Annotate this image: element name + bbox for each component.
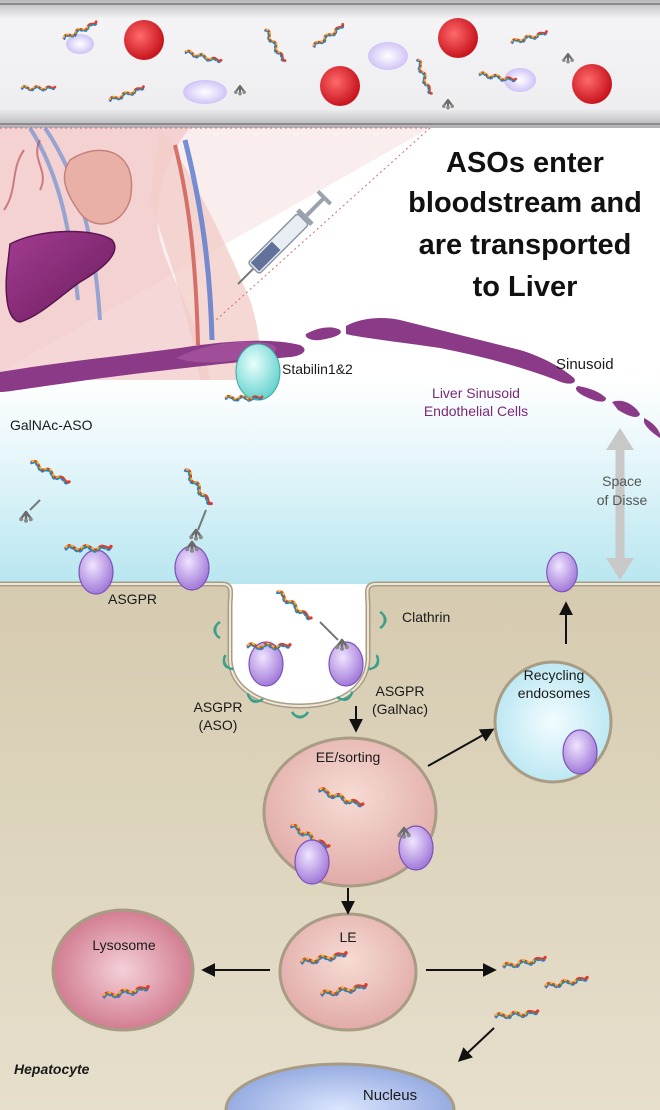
- recycling-endosomes-label-line-1: Recycling: [524, 667, 585, 683]
- plasma-protein: [66, 34, 94, 54]
- title-line-2: bloodstream and: [408, 187, 642, 219]
- blood-vessel: [0, 0, 660, 128]
- arrow-cytosol-to-nucleus: [457, 1027, 495, 1062]
- hepatocyte-label: Hepatocyte: [14, 1061, 90, 1077]
- plasma-protein: [504, 68, 536, 92]
- nucleus-label: Nucleus: [363, 1087, 417, 1104]
- pit-asgpr-receptors: [246, 588, 364, 687]
- plasma-protein: [368, 42, 408, 70]
- ee-sorting-label: EE/sorting: [316, 749, 381, 765]
- labels: Sinusoid Stabilin1&2 Liver Sinusoid Endo…: [10, 356, 647, 1104]
- space-of-disse-label-line-1: Space: [602, 473, 642, 489]
- asgpr-aso-label-line-1: ASGPR: [193, 699, 242, 715]
- arrow-ee-to-recycling: [427, 728, 495, 767]
- free-galnac-aso: [18, 458, 214, 542]
- red-blood-cells: [124, 18, 612, 106]
- liver-icon: [5, 230, 116, 323]
- plasma-proteins: [66, 34, 536, 104]
- syringe-icon: [237, 189, 333, 285]
- recycled-receptor: [546, 551, 578, 593]
- lysosome: [51, 908, 195, 1032]
- asgpr-galnac-label-line-2: (GalNac): [372, 701, 428, 717]
- recycling-endosomes-label-line-2: endosomes: [518, 685, 590, 701]
- lsec-label-line-2: Endothelial Cells: [424, 403, 528, 419]
- title-line-3: are transported: [419, 229, 632, 261]
- title-line-4: to Liver: [473, 271, 578, 303]
- space-of-disse-label-line-2: of Disse: [597, 492, 648, 508]
- lsec-label-line-1: Liver Sinusoid: [432, 385, 520, 401]
- heart-icon: [63, 149, 133, 225]
- pathway-arrows: [201, 601, 573, 1062]
- space-of-disse-arrow: [606, 428, 634, 580]
- red-blood-cell: [572, 64, 612, 104]
- title-block: ASOs enter bloodstream and are transport…: [408, 147, 642, 303]
- galnac-aso-label: GalNAc-ASO: [10, 417, 93, 433]
- lysosome-label: Lysosome: [92, 937, 156, 953]
- asgpr-aso-label-line-2: (ASO): [199, 717, 238, 733]
- title-line-1: ASOs enter: [446, 147, 604, 179]
- nucleus: [224, 1062, 456, 1110]
- asgpr-galnac-label-line-1: ASGPR: [375, 683, 424, 699]
- clathrin-label: Clathrin: [402, 609, 450, 625]
- red-blood-cell: [438, 18, 478, 58]
- asgpr-label: ASGPR: [108, 591, 157, 607]
- sinusoid-label: Sinusoid: [556, 356, 614, 373]
- stabilin-label: Stabilin1&2: [282, 361, 353, 377]
- plasma-protein: [183, 80, 227, 104]
- red-blood-cell: [320, 66, 360, 106]
- early-endosome: [262, 736, 438, 888]
- red-blood-cell: [124, 20, 164, 60]
- recycling-endosome: [493, 660, 613, 784]
- stabilin-receptor: [224, 343, 281, 403]
- le-label: LE: [339, 929, 356, 945]
